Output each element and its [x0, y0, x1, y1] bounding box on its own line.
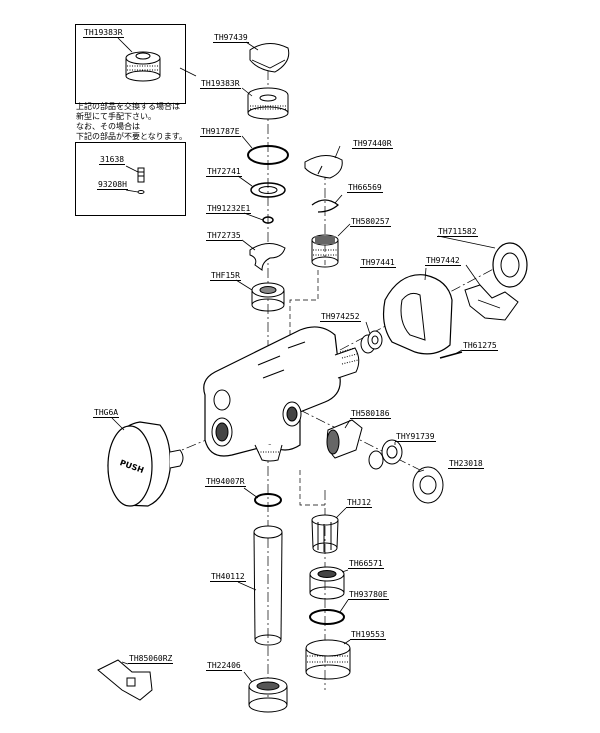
- dashed-guide-2: [299, 470, 325, 506]
- part-th72741: [250, 182, 286, 198]
- label-th23018: TH23018: [448, 459, 484, 469]
- part-th40112: [253, 525, 283, 646]
- part-th711582: [492, 242, 528, 288]
- label-th91232e1: TH91232E1: [206, 204, 252, 214]
- label-th974252: TH974252: [320, 312, 361, 322]
- part-th974252: [360, 330, 383, 354]
- part-th580186: [326, 419, 363, 459]
- label-thy91739: THY91739: [395, 432, 436, 442]
- label-th580186: TH580186: [350, 409, 391, 419]
- part-thf15r: [251, 282, 285, 312]
- inset-note-line-2: 新型にて手配下さい。: [76, 112, 156, 121]
- inset-1-part: [125, 51, 161, 82]
- part-th22406: [248, 677, 288, 713]
- part-th93780e: [309, 609, 345, 625]
- label-th66571: TH66571: [348, 559, 384, 569]
- part-th61275: [439, 351, 463, 359]
- part-th580257: [311, 234, 339, 268]
- part-th97442: [464, 284, 519, 321]
- inset-box-2-label-93208h: 93208H: [97, 180, 128, 190]
- part-th97439: [249, 43, 290, 73]
- label-thf15r: THF15R: [210, 271, 241, 281]
- label-th22406: TH22406: [206, 661, 242, 671]
- part-th19383r: [247, 87, 289, 120]
- part-th97441: [382, 274, 453, 355]
- label-th580257: TH580257: [350, 217, 391, 227]
- label-th66569: TH66569: [347, 183, 383, 193]
- label-th40112: TH40112: [210, 572, 246, 582]
- inset-box-1-label: TH19383R: [83, 28, 124, 38]
- side-axis-line: [299, 409, 441, 481]
- label-thj12: THJ12: [346, 498, 373, 508]
- part-th66571: [309, 566, 345, 600]
- part-th85060rz: [97, 659, 153, 701]
- part-th94007r: [254, 493, 282, 507]
- label-thg6a: THG6A: [93, 408, 120, 418]
- inset-box-unneeded-parts: [75, 142, 186, 216]
- leader-lines: [111, 37, 496, 683]
- top-axis-line: [339, 254, 521, 351]
- valve-body: [203, 326, 360, 462]
- dashed-guide-1: [289, 270, 319, 345]
- label-th91787e: TH91787E: [200, 127, 241, 137]
- label-th72741: TH72741: [206, 167, 242, 177]
- inset-note-line-3: なお、その場合は: [76, 122, 140, 131]
- inset-box-old-part: [75, 24, 186, 104]
- label-th97442: TH97442: [425, 256, 461, 266]
- part-th66569: [311, 199, 339, 213]
- inset-2-part: [137, 167, 145, 194]
- part-th23018: [412, 466, 444, 504]
- part-th72735: [249, 243, 286, 271]
- label-th72735: TH72735: [206, 231, 242, 241]
- label-th94007r: TH94007R: [205, 477, 246, 487]
- label-th85060rz: TH85060RZ: [128, 654, 174, 664]
- inset-note-line-4: 下記の部品が不要となります。: [76, 132, 187, 141]
- part-th97440r: [304, 155, 343, 179]
- part-thg6a: [107, 421, 184, 507]
- part-thy91739: [368, 439, 403, 470]
- part-th91787e: [247, 145, 289, 165]
- label-th97440r: TH97440R: [352, 139, 393, 149]
- inset-note-line-1: 上記の部品を交換する場合は: [76, 102, 180, 111]
- part-th19553: [305, 639, 351, 680]
- label-th97441: TH97441: [360, 258, 396, 268]
- inset-box-2-label-31638: 31638: [99, 155, 126, 165]
- part-thj12: [311, 514, 339, 554]
- label-th19553: TH19553: [350, 630, 386, 640]
- label-th61275: TH61275: [462, 341, 498, 351]
- label-th97439: TH97439: [213, 33, 249, 43]
- label-th711582: TH711582: [437, 227, 478, 237]
- label-th93780e: TH93780E: [348, 590, 389, 600]
- label-th19383r: TH19383R: [200, 79, 241, 89]
